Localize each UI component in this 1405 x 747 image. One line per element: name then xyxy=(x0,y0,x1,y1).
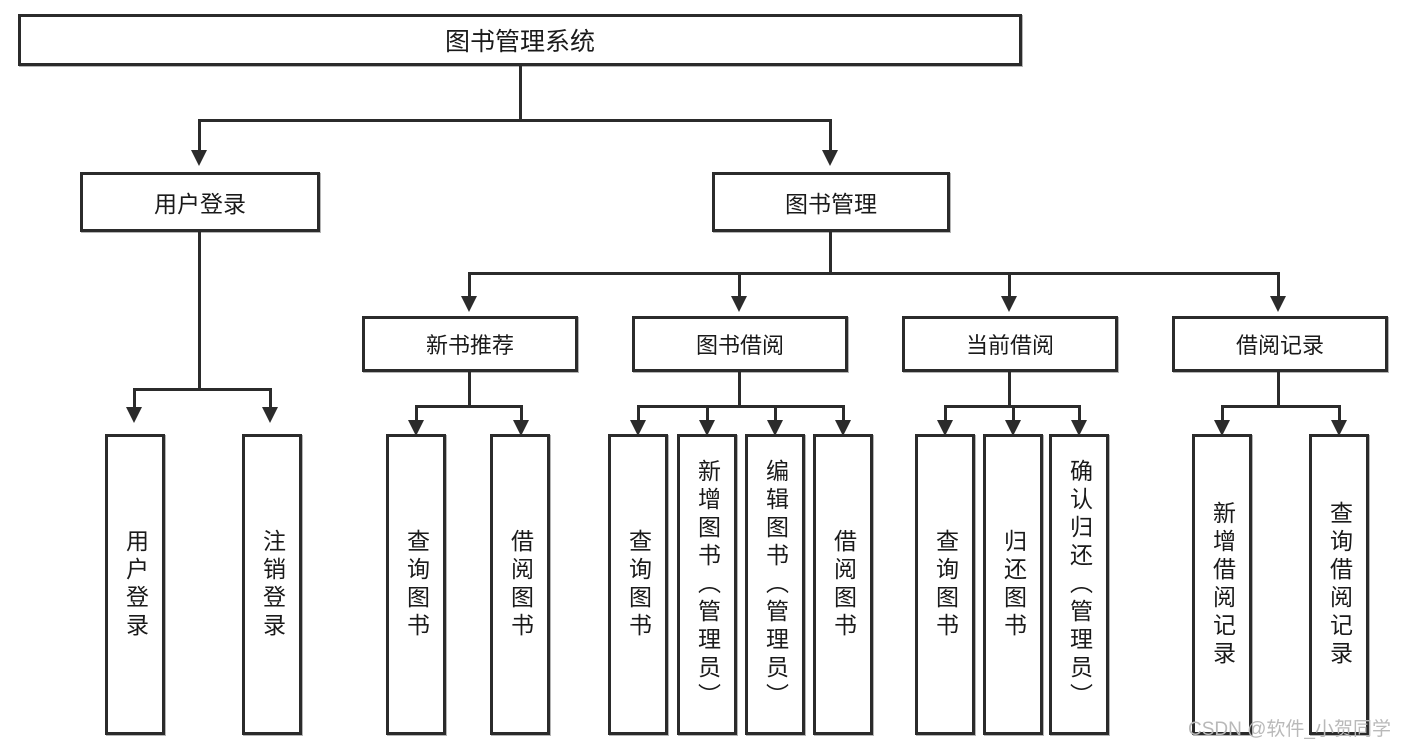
node-leaf-add-record[interactable]: 新增借阅记录 xyxy=(1192,434,1252,735)
node-leaf-user-logout[interactable]: 注销登录 xyxy=(242,434,302,735)
node-new-book-recommend[interactable]: 新书推荐 xyxy=(362,316,578,372)
node-book-manage[interactable]: 图书管理 xyxy=(712,172,950,232)
node-label: 归还图书 xyxy=(1000,528,1027,641)
node-leaf-query-book-2[interactable]: 查询图书 xyxy=(608,434,668,735)
node-leaf-query-book-1[interactable]: 查询图书 xyxy=(386,434,446,735)
node-label: 查询图书 xyxy=(403,528,430,641)
node-leaf-confirm-return[interactable]: 确认归还（管理员） xyxy=(1049,434,1109,735)
arrow-to-leaf-edit-book xyxy=(767,420,783,436)
edge-root-to-book-manage xyxy=(829,119,832,152)
edge-cb-to-leaf-2 xyxy=(1012,405,1015,423)
watermark-text: CSDN @软件_小贺同学 xyxy=(1188,719,1391,740)
edge-root-stem xyxy=(519,66,522,119)
arrow-to-leaf-add-record xyxy=(1214,420,1230,436)
edge-book-borrow-stem xyxy=(738,372,741,405)
node-label: 注销登录 xyxy=(259,528,286,641)
arrow-to-user-login xyxy=(191,150,207,166)
edge-new-book-recommend-stem xyxy=(468,372,471,405)
node-label: 查询图书 xyxy=(625,528,652,641)
edge-root-bus xyxy=(198,119,832,122)
node-label: 借阅图书 xyxy=(507,528,534,641)
node-label: 编辑图书（管理员） xyxy=(762,458,789,711)
node-label: 新增借阅记录 xyxy=(1209,500,1236,669)
arrow-to-leaf-query-book-3 xyxy=(937,420,953,436)
edge-br-to-leaf-1 xyxy=(1221,405,1224,423)
edge-user-login-stem xyxy=(198,232,201,388)
edge-bb-to-leaf-1 xyxy=(637,405,640,423)
edge-user-login-to-leaf-1 xyxy=(133,388,136,410)
node-label: 新书推荐 xyxy=(425,333,514,358)
node-label: 查询图书 xyxy=(932,528,959,641)
node-user-login[interactable]: 用户登录 xyxy=(80,172,320,232)
node-leaf-borrow-book-1[interactable]: 借阅图书 xyxy=(490,434,550,735)
edge-bb-to-leaf-3 xyxy=(774,405,777,423)
node-borrow-record[interactable]: 借阅记录 xyxy=(1172,316,1388,372)
node-leaf-user-login[interactable]: 用户登录 xyxy=(105,434,165,735)
node-label: 用户登录 xyxy=(122,528,149,641)
arrow-to-leaf-borrow-book-2 xyxy=(835,420,851,436)
arrow-to-borrow-record xyxy=(1270,296,1286,312)
node-label: 当前借阅 xyxy=(965,333,1054,358)
edge-nbr-to-leaf-1 xyxy=(415,405,418,423)
edge-to-current-borrow xyxy=(1008,272,1011,298)
edge-to-borrow-record xyxy=(1277,272,1280,298)
edge-user-login-to-leaf-2 xyxy=(269,388,272,410)
node-label: 图书管理 xyxy=(785,191,877,217)
node-leaf-return-book[interactable]: 归还图书 xyxy=(983,434,1043,735)
node-label: 查询借阅记录 xyxy=(1326,500,1353,669)
edge-bb-to-leaf-4 xyxy=(842,405,845,423)
node-leaf-query-book-3[interactable]: 查询图书 xyxy=(915,434,975,735)
edge-borrow-record-stem xyxy=(1277,372,1280,405)
arrow-to-leaf-query-record xyxy=(1331,420,1347,436)
arrow-to-leaf-confirm-return xyxy=(1071,420,1087,436)
edge-nbr-to-leaf-2 xyxy=(520,405,523,423)
node-label: 用户登录 xyxy=(154,191,246,217)
node-book-borrow[interactable]: 图书借阅 xyxy=(632,316,848,372)
arrow-to-leaf-user-logout xyxy=(262,407,278,423)
node-label: 图书借阅 xyxy=(695,333,784,358)
edge-current-borrow-stem xyxy=(1008,372,1011,405)
arrow-to-leaf-query-book-1 xyxy=(408,420,424,436)
edge-new-book-recommend-bus xyxy=(415,405,523,408)
edge-to-book-borrow xyxy=(738,272,741,298)
edge-borrow-record-bus xyxy=(1221,405,1341,408)
arrow-to-leaf-add-book xyxy=(699,420,715,436)
arrow-to-leaf-return-book xyxy=(1005,420,1021,436)
node-leaf-query-record[interactable]: 查询借阅记录 xyxy=(1309,434,1369,735)
edge-bb-to-leaf-2 xyxy=(706,405,709,423)
edge-book-manage-bus xyxy=(468,272,1280,275)
arrow-to-book-manage xyxy=(822,150,838,166)
node-leaf-edit-book[interactable]: 编辑图书（管理员） xyxy=(745,434,805,735)
edge-cb-to-leaf-3 xyxy=(1078,405,1081,423)
node-label: 图书管理系统 xyxy=(444,28,595,56)
node-root[interactable]: 图书管理系统 xyxy=(18,14,1022,66)
edge-book-manage-stem xyxy=(829,232,832,272)
node-label: 确认归还（管理员） xyxy=(1066,458,1093,711)
node-leaf-add-book[interactable]: 新增图书（管理员） xyxy=(677,434,737,735)
arrow-to-leaf-user-login xyxy=(126,407,142,423)
node-current-borrow[interactable]: 当前借阅 xyxy=(902,316,1118,372)
node-label: 借阅记录 xyxy=(1235,333,1324,358)
arrow-to-leaf-borrow-book-1 xyxy=(513,420,529,436)
edge-book-borrow-bus xyxy=(637,405,845,408)
edge-root-to-user-login xyxy=(198,119,201,152)
arrow-to-new-book-recommend xyxy=(461,296,477,312)
edge-user-login-bus xyxy=(133,388,271,391)
edge-br-to-leaf-2 xyxy=(1338,405,1341,423)
arrow-to-current-borrow xyxy=(1001,296,1017,312)
arrow-to-book-borrow xyxy=(731,296,747,312)
edge-cb-to-leaf-1 xyxy=(944,405,947,423)
node-leaf-borrow-book-2[interactable]: 借阅图书 xyxy=(813,434,873,735)
node-label: 新增图书（管理员） xyxy=(694,458,721,711)
node-label: 借阅图书 xyxy=(830,528,857,641)
arrow-to-leaf-query-book-2 xyxy=(630,420,646,436)
edge-to-new-book-recommend xyxy=(468,272,471,298)
